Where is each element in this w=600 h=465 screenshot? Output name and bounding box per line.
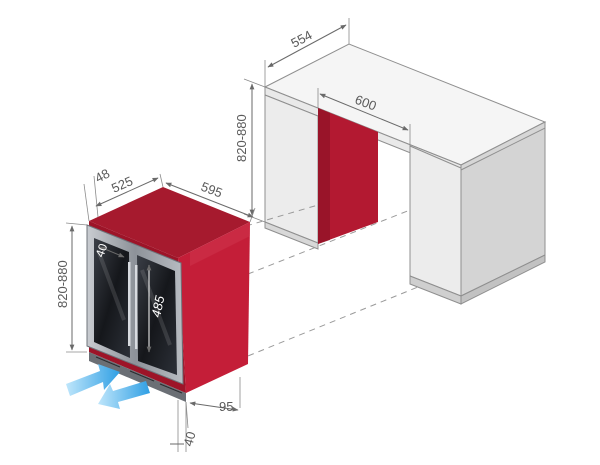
niche-width-label: 600 [353, 92, 379, 114]
arrow-in-icon [66, 364, 120, 396]
unit-width-label: 595 [199, 179, 225, 201]
wine-cooler [86, 187, 250, 402]
cabinet-left-panel-base [264, 221, 319, 250]
shelf-height-label: 485 [148, 294, 167, 319]
door-hinge-depth-label: 40 [93, 241, 111, 259]
installation-guides [237, 204, 419, 361]
right-door-handle [135, 265, 138, 349]
plinth-depth-label: 95 [219, 399, 233, 414]
cabinet-depth-label: 554 [288, 27, 314, 50]
niche-shade [318, 108, 330, 244]
vent-slots [95, 356, 183, 394]
niche-back-wall [318, 108, 378, 244]
unit-side [178, 222, 250, 393]
left-door-handle [128, 262, 131, 346]
arrow-out-icon [98, 381, 150, 409]
unit-dimensions: 820-880 48 525 595 95 40 [55, 166, 256, 452]
cabinet-dimensions: 554 600 820-880 [234, 18, 411, 223]
unit-side-highlight [190, 222, 250, 266]
cabinet-right-base-side [460, 254, 546, 305]
cabinet-right-front [409, 145, 462, 297]
airflow-arrows [66, 364, 150, 409]
unit-height-label: 820-880 [55, 260, 70, 308]
unit-body-depth-label: 525 [109, 173, 135, 196]
plinth-height-label: 40 [180, 430, 198, 448]
kitchen-cabinet [263, 43, 547, 305]
cabinet-left-panel [264, 94, 319, 244]
left-door-glass [94, 238, 130, 358]
door-dimensions: 40 485 [93, 241, 168, 353]
niche-height-label: 820-880 [234, 114, 249, 162]
